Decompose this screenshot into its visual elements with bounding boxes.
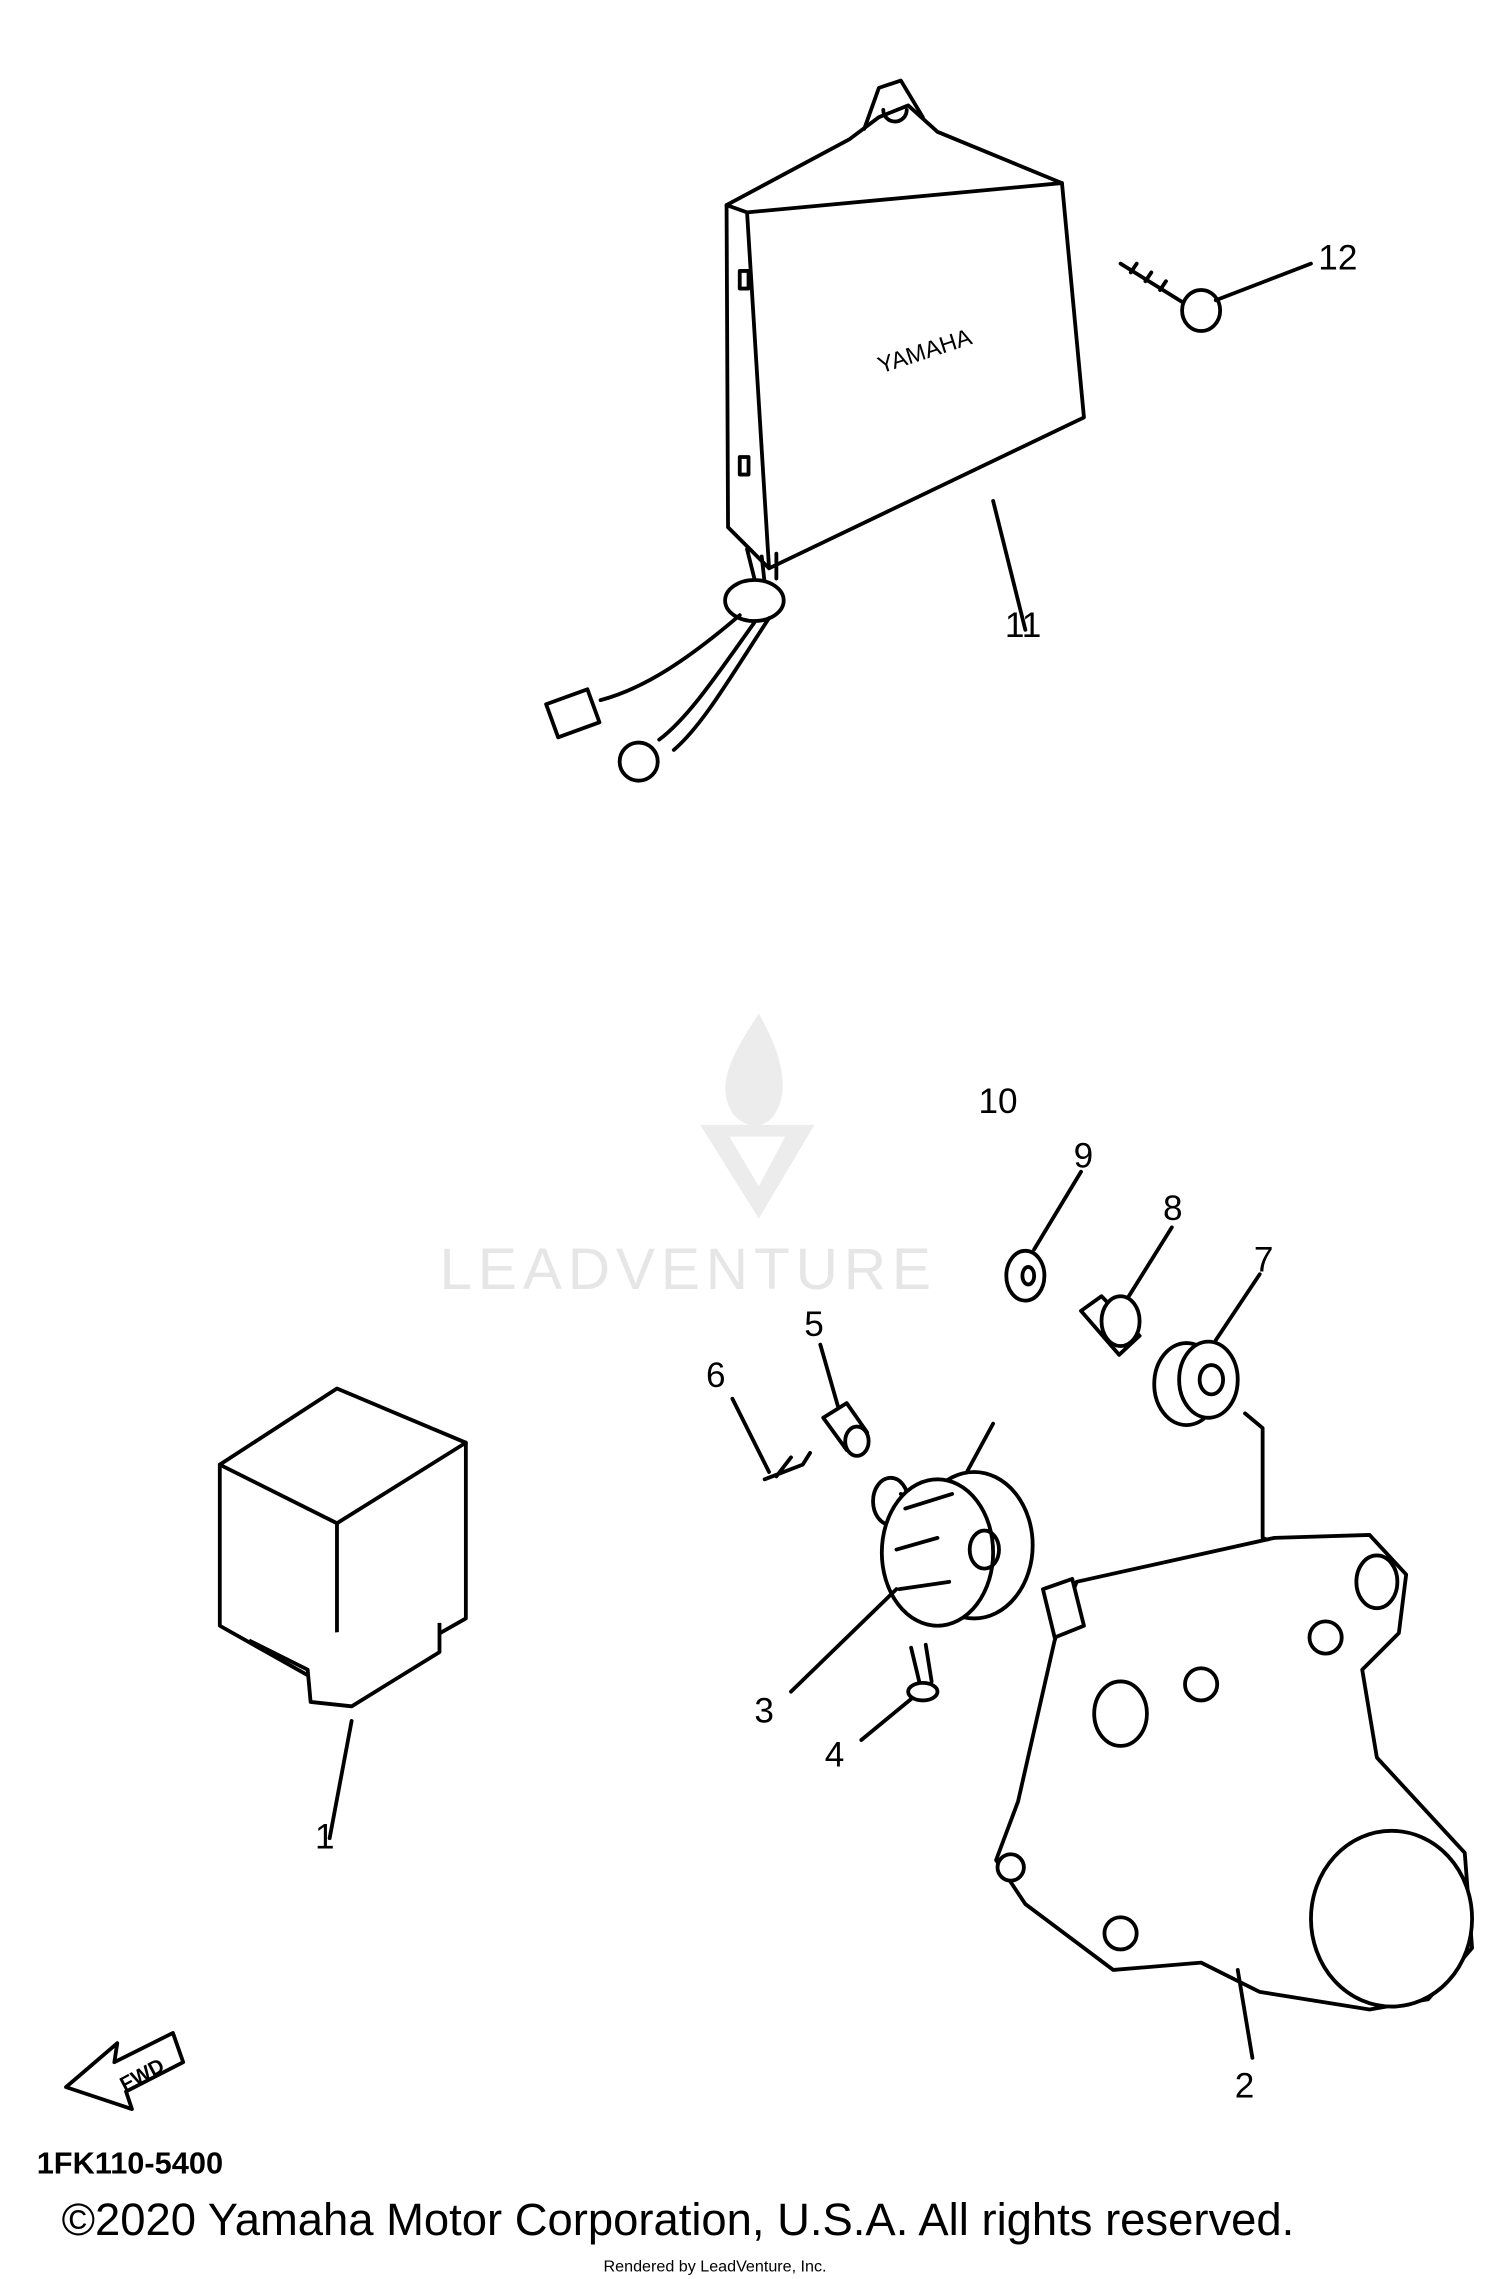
label-8: 8 [1163, 1189, 1183, 1228]
part-5-pin[interactable] [818, 1342, 871, 1458]
part-7-grommet[interactable] [1152, 1272, 1291, 1552]
part-6-clip[interactable] [730, 1396, 812, 1482]
forward-arrow-icon: FWD [64, 2031, 186, 2112]
label-3: 3 [754, 1691, 774, 1730]
part-3-gear[interactable] [789, 1470, 1035, 1694]
label-11: 11 [1005, 606, 1041, 645]
label-12: 12 [1318, 238, 1357, 277]
diagram-code: 1FK110-5400 [37, 2146, 223, 2181]
label-7: 7 [1254, 1240, 1274, 1279]
part-11-control-unit[interactable]: YAMAHA [544, 78, 1086, 783]
label-1: 1 [315, 1817, 335, 1856]
part-9-washer[interactable] [1004, 1169, 1083, 1303]
label-6: 6 [706, 1356, 726, 1395]
part-1-relay[interactable] [217, 1386, 468, 1841]
part-4-screw[interactable] [859, 1642, 940, 1742]
part-12-screw[interactable] [1118, 261, 1313, 333]
label-2: 2 [1235, 2066, 1255, 2105]
watermark-v-icon [700, 1124, 815, 1219]
part-2-housing[interactable] [994, 1533, 1474, 2060]
rendered-by-text: Rendered by LeadVenture, Inc. [604, 2258, 827, 2276]
label-4: 4 [825, 1735, 845, 1774]
watermark-flame-icon [725, 1013, 783, 1126]
label-10: 10 [978, 1082, 1017, 1121]
label-5: 5 [804, 1305, 824, 1344]
part-8-collar[interactable] [1079, 1225, 1174, 1357]
watermark-text: LEADVENTURE [439, 1237, 936, 1302]
leadventure-watermark: LEADVENTURE [439, 1013, 936, 1302]
label-9: 9 [1074, 1136, 1094, 1175]
copyright-text: ©2020 Yamaha Motor Corporation, U.S.A. A… [62, 2194, 1295, 2245]
